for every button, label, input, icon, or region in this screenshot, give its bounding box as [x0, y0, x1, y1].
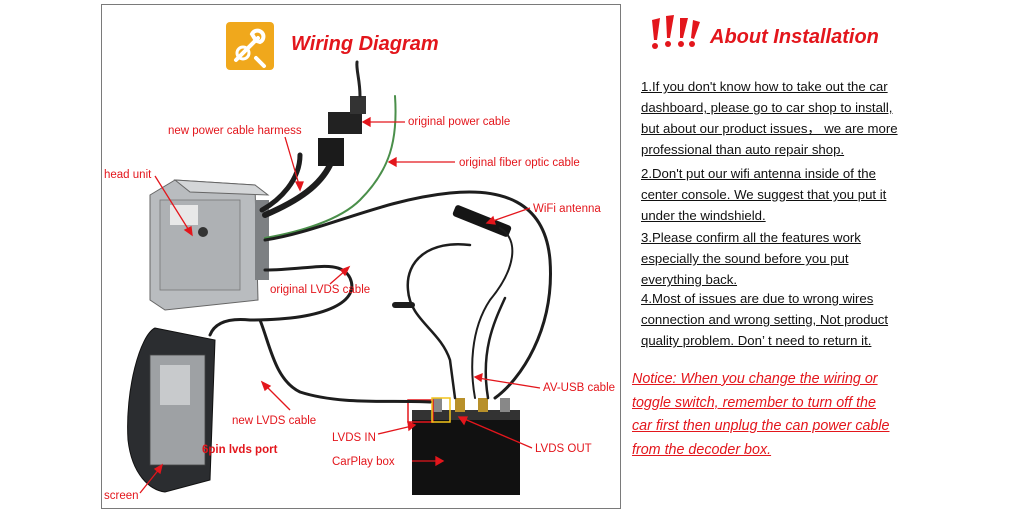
- install-note-1: 1.If you don't know how to take out the …: [641, 79, 898, 157]
- power-connectors: [318, 96, 366, 166]
- screen-device: [127, 327, 216, 493]
- wifi-antenna-device: [452, 205, 512, 237]
- about-installation-title: About Installation: [710, 26, 879, 48]
- tools-icon: [226, 22, 274, 70]
- wiring-diagram-title: Wiring Diagram: [291, 33, 439, 55]
- install-note-2: 2.Don't put our wifi antenna inside of t…: [641, 166, 887, 223]
- pointer-arrows: [139, 116, 541, 494]
- label-carplay-box: CarPlay box: [332, 456, 395, 468]
- install-note-4: 4.Most of issues are due to wrong wires …: [641, 291, 889, 348]
- install-note-3: 3.Please confirm all the features work e…: [641, 230, 861, 287]
- label-lvds-in: LVDS IN: [332, 432, 376, 444]
- label-new-lvds: new LVDS cable: [232, 415, 317, 427]
- carplay-box-device: [407, 397, 520, 495]
- label-wifi-antenna: WiFi antenna: [533, 203, 601, 215]
- warning-exclamation-icon: [652, 15, 700, 49]
- installation-notice: Notice: When you change the wiring or to…: [632, 371, 890, 458]
- label-original-fiber: original fiber optic cable: [459, 157, 580, 169]
- label-new-power-harness: new power cable harmess: [168, 125, 302, 137]
- label-6pin-port: 6pin lvds port: [202, 444, 278, 456]
- label-av-usb: AV-USB cable: [543, 382, 616, 394]
- label-head-unit: head unit: [104, 169, 152, 181]
- label-screen: screen: [104, 490, 139, 502]
- head-unit-device: [149, 179, 270, 311]
- label-original-lvds: original LVDS cable: [270, 284, 371, 296]
- label-lvds-out: LVDS OUT: [535, 443, 592, 455]
- cables: [208, 60, 552, 404]
- label-original-power: original power cable: [408, 116, 511, 128]
